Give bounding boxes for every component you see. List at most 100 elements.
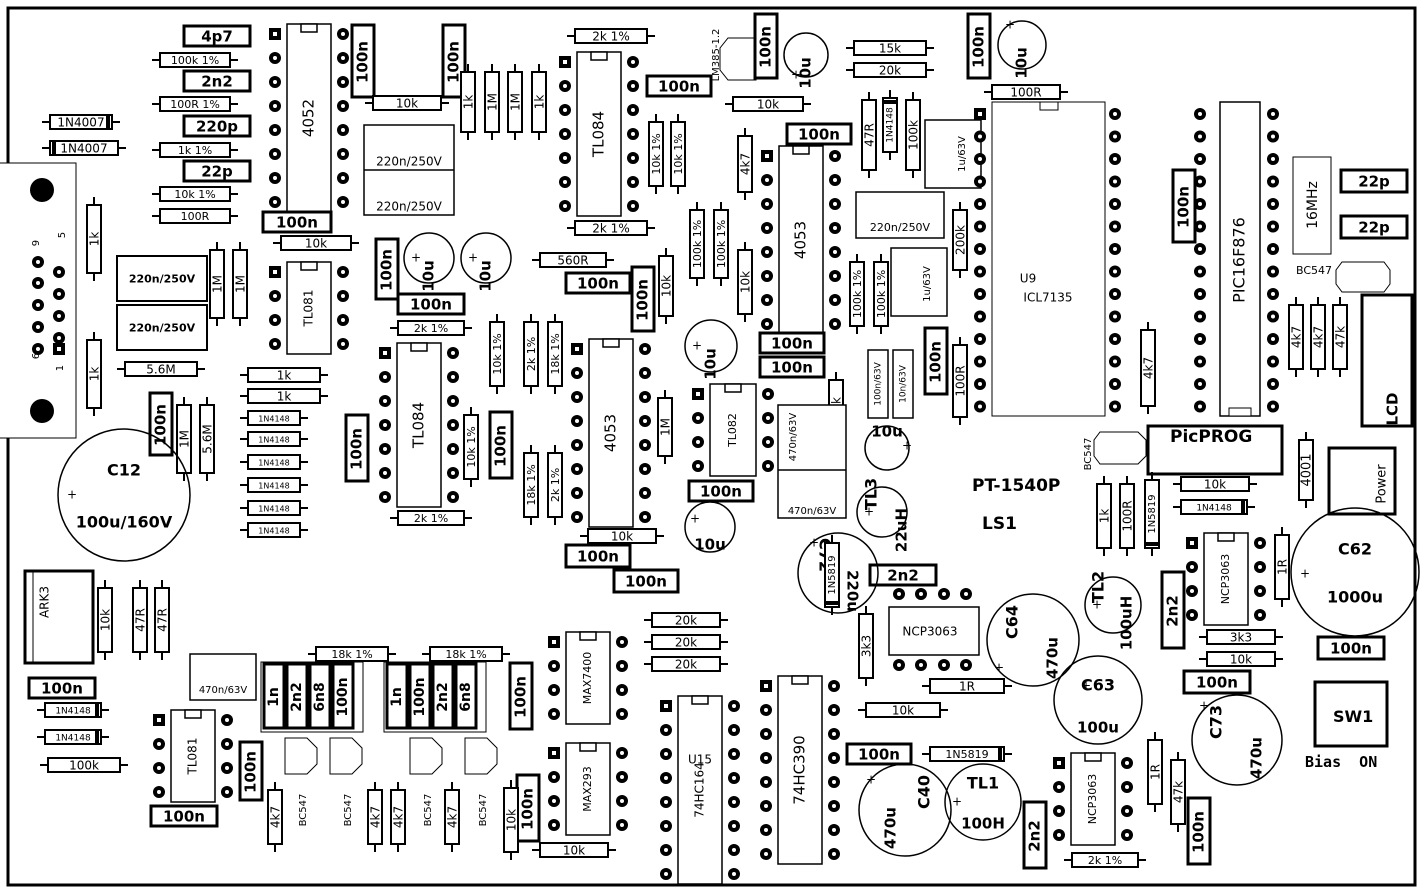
diode-value: 1N4148 — [55, 734, 91, 744]
capacitor-value: 10u — [1013, 47, 1031, 79]
capacitor — [777, 404, 847, 519]
capacitor-value: 6n8 — [458, 682, 474, 711]
capacitor — [148, 391, 174, 457]
capacitor-value: 100n — [348, 428, 366, 470]
diode — [44, 729, 102, 745]
capacitor-value: 22p — [201, 163, 233, 181]
electrolytic-capacitor — [797, 532, 879, 614]
capacitor-value: 10u — [702, 348, 720, 380]
silk-label: BC547 — [1296, 264, 1332, 277]
resistor — [86, 339, 102, 409]
resistor-value: 4k7 — [1312, 326, 1326, 348]
picprog-header — [1146, 424, 1284, 476]
silk-label: 470n/63V — [788, 506, 837, 517]
electrolytic-capacitor — [403, 232, 455, 284]
resistor — [1332, 304, 1348, 370]
resistor-value: 18k 1% — [445, 648, 486, 661]
resistor-value: 20k — [675, 614, 697, 628]
silk-label: U9 — [1020, 272, 1036, 286]
resistor — [539, 842, 609, 858]
electrolytic-capacitor — [864, 425, 910, 471]
capacitor-value: 2n2 — [435, 682, 451, 711]
diode-value: 1N4007 — [60, 142, 107, 156]
resistor — [247, 454, 301, 470]
diode — [44, 702, 102, 718]
resistor — [47, 757, 121, 773]
resistor — [732, 96, 804, 112]
diode — [1180, 499, 1248, 515]
capacitor-value: 100n — [577, 548, 619, 566]
capacitor — [408, 662, 432, 730]
electrolytic-capacitor — [944, 763, 1022, 841]
capacitor-value: 100n — [378, 249, 396, 291]
electrolytic-capacitor — [1191, 694, 1283, 786]
resistor — [547, 321, 563, 387]
resistor-value: 200k — [954, 225, 968, 255]
capacitor-value: 2n2 — [289, 682, 305, 711]
capacitor — [149, 804, 219, 828]
capacitor-value: 100n — [163, 808, 205, 826]
bias-switch[interactable] — [1313, 680, 1389, 748]
capacitor — [182, 24, 252, 48]
resistor-value: 1k — [277, 369, 292, 383]
silk-label: 220n/250V — [870, 221, 931, 234]
resistor — [372, 95, 442, 111]
resistor-value: 47R — [156, 608, 170, 632]
resistor-value: 4k7 — [1290, 326, 1304, 348]
ic-body-u9 — [991, 101, 1106, 417]
capacitor-value: 100u/160V — [76, 513, 173, 532]
programmer-header-label: PicPROG — [1170, 427, 1253, 447]
capacitor-value: 100n — [1196, 674, 1238, 692]
polarity-mark: + — [67, 488, 77, 502]
electrolytic-capacitor — [1084, 576, 1142, 634]
resistor — [952, 209, 968, 271]
ic-body-pic — [1219, 101, 1261, 417]
resistor — [648, 121, 664, 187]
capacitor-ref: C40 — [915, 775, 934, 809]
ic-body — [565, 631, 611, 725]
capacitor-value: 100n — [242, 751, 260, 793]
capacitor-value: 2n2 — [1026, 820, 1044, 852]
diode — [824, 542, 840, 608]
resistor — [587, 528, 657, 544]
capacitor-value: 100n — [445, 41, 463, 83]
polarity-mark: + — [902, 439, 912, 453]
capacitor-value: 100n — [771, 335, 813, 353]
resistor-value: 3k3 — [1230, 631, 1252, 645]
ic-body — [170, 709, 216, 803]
capacitor — [488, 410, 514, 480]
resistor-value: 10k — [505, 809, 519, 831]
resistor — [1206, 651, 1276, 667]
resistor-value: 2k 1% — [414, 322, 448, 335]
polarity-mark: + — [1300, 567, 1310, 581]
capacitor — [892, 349, 914, 419]
capacitor-value: 10u — [694, 536, 726, 554]
diode-value: 1N4007 — [57, 116, 104, 130]
electrolytic-capacitor — [858, 763, 952, 857]
ic-part-number: 74HC390 — [791, 735, 809, 804]
resistor — [657, 397, 673, 457]
resistor-value: 1N4148 — [258, 505, 289, 514]
resistor — [124, 361, 198, 377]
polarity-mark: + — [1199, 699, 1209, 713]
power-switch[interactable] — [1327, 446, 1397, 516]
resistor-value: 2k 1% — [592, 30, 629, 44]
resistor — [484, 71, 500, 133]
capacitor — [182, 69, 252, 93]
resistor — [651, 612, 721, 628]
polarity-mark: + — [994, 661, 1004, 675]
transistor-type: BC547 — [343, 794, 354, 827]
ic-part-number: TL081 — [186, 738, 200, 776]
capacitor-value: 100n — [1330, 640, 1372, 658]
resistor-value: 1R — [1276, 559, 1290, 575]
resistor — [853, 40, 927, 56]
ic-part-number: TL084 — [590, 111, 608, 158]
capacitor-value: 220u — [844, 570, 862, 612]
capacitor — [924, 119, 982, 189]
polarity-mark: + — [864, 505, 874, 519]
silk-label: 220n/250V — [376, 155, 442, 169]
capacitor — [116, 304, 208, 351]
resistor — [523, 321, 539, 387]
capacitor-ref: C63 — [1081, 676, 1115, 695]
electrolytic-capacitor — [856, 486, 908, 538]
